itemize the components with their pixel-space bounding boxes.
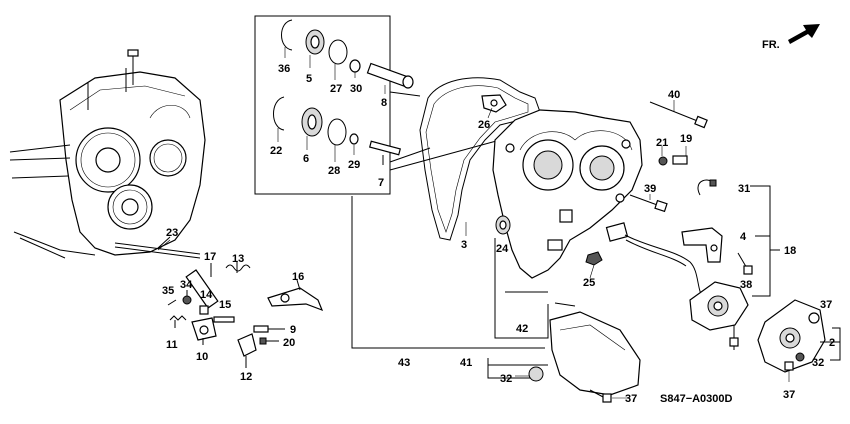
callout-2: 2 [829, 337, 835, 349]
callout-13: 13 [232, 253, 244, 265]
callout-25: 25 [583, 277, 595, 289]
callout-3: 3 [461, 239, 467, 251]
callout-35: 35 [162, 285, 174, 297]
callout-18: 18 [784, 245, 796, 257]
callout-8: 8 [381, 97, 387, 109]
callout-43: 43 [398, 357, 410, 369]
callout-32-right: 32 [812, 357, 824, 369]
diagram-code: S847−A0300D [660, 393, 733, 405]
callout-23: 23 [166, 227, 178, 239]
callout-17: 17 [204, 251, 216, 263]
callout-27: 27 [330, 83, 342, 95]
callout-20: 20 [283, 337, 295, 349]
callout-11: 11 [166, 339, 178, 351]
callout-5: 5 [306, 73, 312, 85]
callout-22: 22 [270, 145, 282, 157]
control-shaft-parts [167, 262, 324, 368]
callout-40: 40 [668, 89, 680, 101]
front-arrow-icon [788, 24, 820, 44]
callout-34: 34 [180, 279, 193, 291]
sensor-bracket [681, 179, 753, 275]
callout-12: 12 [240, 371, 252, 383]
callout-39: 39 [644, 183, 656, 195]
callout-26: 26 [478, 119, 490, 131]
callout-9: 9 [290, 324, 296, 336]
right-side-cover [481, 94, 643, 279]
callout-42: 42 [516, 323, 528, 335]
callout-31: 31 [738, 183, 750, 195]
callout-32-bottom: 32 [500, 373, 512, 385]
group-bracket-lines [157, 185, 841, 399]
front-direction-label: FR. [762, 39, 780, 51]
callout-28: 28 [328, 165, 340, 177]
seal-kit-box [254, 15, 501, 195]
callout-36: 36 [278, 63, 290, 75]
washer-and-bolt [658, 146, 688, 166]
callout-6: 6 [303, 153, 309, 165]
callout-30: 30 [350, 83, 362, 95]
bolt-39 [629, 194, 668, 213]
callout-41: 41 [460, 357, 472, 369]
callout-4: 4 [740, 231, 747, 243]
callout-37-bottom: 37 [783, 389, 795, 401]
gasket-3 [419, 77, 541, 241]
position-sensor [689, 281, 826, 382]
callout-37-cover: 37 [625, 393, 637, 405]
shaft-23 [114, 236, 201, 259]
callout-7: 7 [378, 177, 384, 189]
callout-labels: 36 5 27 30 8 22 6 28 29 7 26 40 21 19 31… [162, 63, 835, 405]
callout-37-top: 37 [820, 299, 832, 311]
callout-38: 38 [740, 279, 752, 291]
front-direction-indicator: FR. [762, 24, 820, 51]
callout-21: 21 [656, 137, 668, 149]
wire-harness [605, 222, 706, 301]
callout-24: 24 [496, 243, 509, 255]
bolt-40 [649, 100, 708, 129]
cover-plate [528, 302, 641, 403]
callout-10: 10 [196, 351, 208, 363]
transmission-case-illustration [9, 49, 206, 259]
callout-14: 14 [200, 289, 213, 301]
callout-19: 19 [680, 133, 692, 145]
callout-16: 16 [292, 271, 304, 283]
callout-15: 15 [219, 299, 231, 311]
callout-29: 29 [348, 159, 360, 171]
